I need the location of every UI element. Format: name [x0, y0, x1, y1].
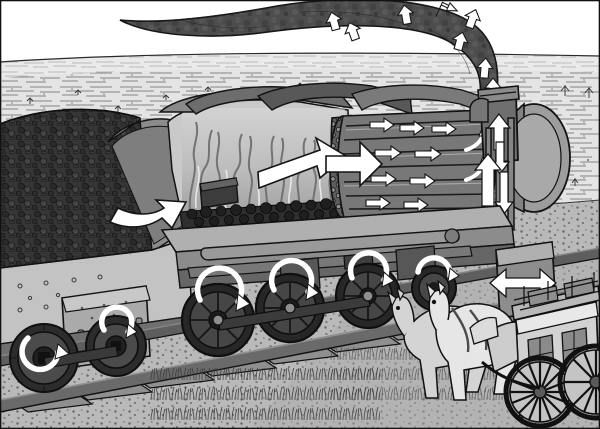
coach-wheels	[481, 343, 600, 429]
smokebox-flow-arrows	[473, 113, 515, 215]
primary-flow-arrows	[108, 136, 384, 230]
arrow-smoke-1	[435, 1, 459, 17]
arrow-piston	[489, 267, 557, 299]
arrow-coal-feed	[108, 199, 188, 230]
smoke-plume	[119, 0, 503, 100]
wheel-rotation-arrows	[19, 250, 453, 373]
stagecoach-group	[386, 272, 600, 429]
roof-rails	[513, 272, 600, 311]
arrow-tubesheet-entry	[325, 140, 384, 188]
under-boiler-pipe	[200, 228, 460, 261]
firebox-door	[199, 177, 239, 209]
wheel-rotation-arrowheads	[54, 267, 460, 360]
smokebox-assembly	[469, 85, 571, 233]
tube-flow-arrows	[365, 116, 457, 214]
